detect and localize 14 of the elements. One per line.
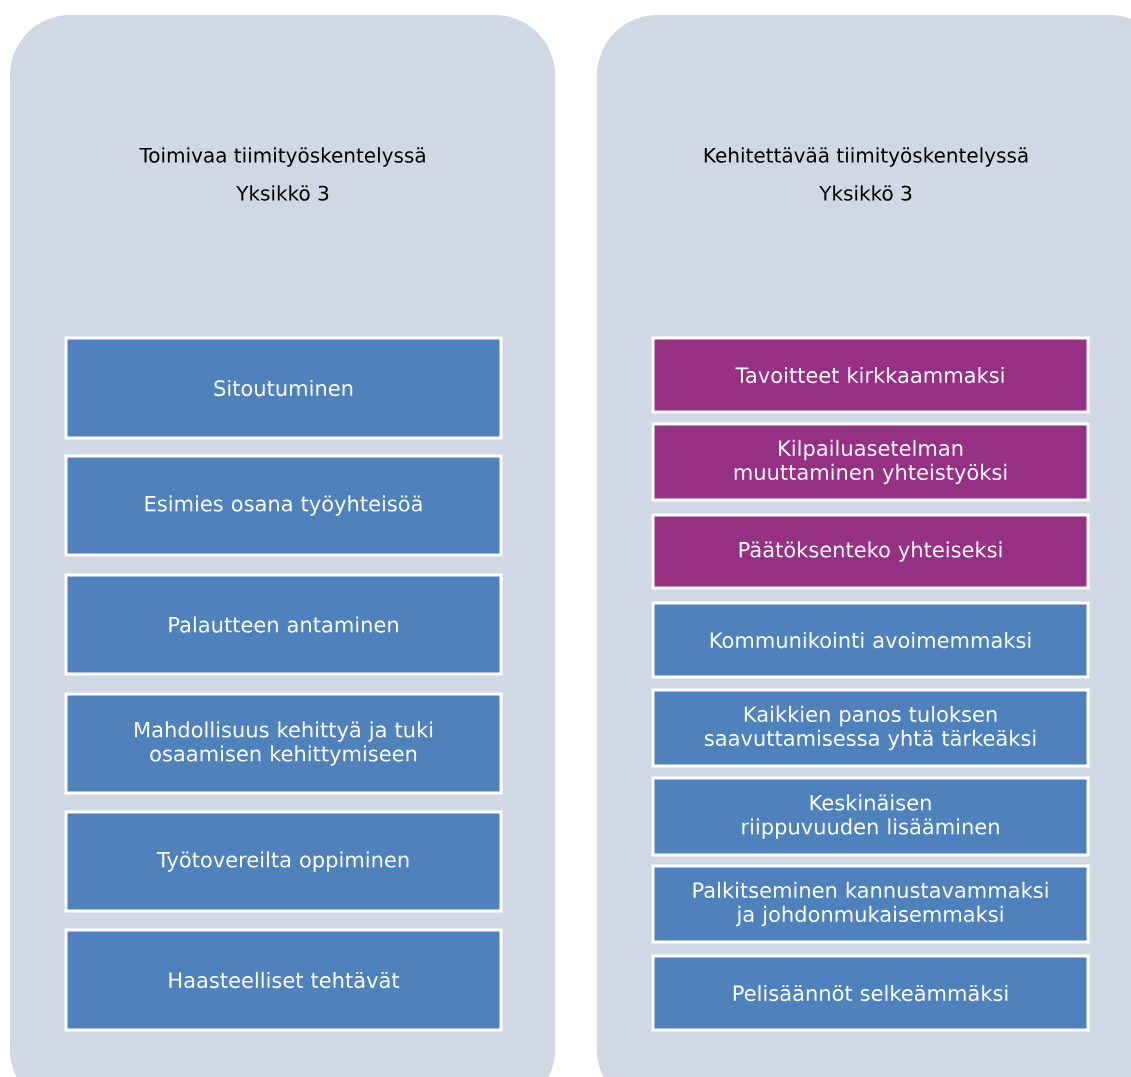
- text-box: Haasteelliset tehtävät: [64, 928, 503, 1032]
- text-box: Sitoutuminen: [64, 336, 503, 440]
- text-box: Esimies osana työyhteisöä: [64, 454, 503, 557]
- text-box: Palkitseminen kannustavammaksi ja johdonmukaisemmaksi: [651, 864, 1090, 944]
- text-box: Työtovereilta oppiminen: [64, 810, 503, 913]
- text-box: Tavoitteet kirkkaammaksi: [651, 336, 1090, 414]
- text-box: Keskinäisen riippuvuuden lisääminen: [651, 776, 1090, 857]
- text-box: Pelisäännöt selkeämmäksi: [651, 954, 1090, 1032]
- text-box: Kommunikointi avoimemmaksi: [651, 601, 1090, 679]
- text-box: Kaikkien panos tuloksen saavuttamisessa yhtä tärkeäksi: [651, 688, 1090, 768]
- text-box: Päätöksenteko yhteiseksi: [651, 513, 1090, 590]
- text-box: Mahdollisuus kehittyä ja tuki osaamisen kehittymiseen: [64, 692, 503, 795]
- text-box: Kilpailuasetelman muuttaminen yhteistyöksi: [651, 422, 1090, 502]
- text-box: Palautteen antaminen: [64, 573, 503, 676]
